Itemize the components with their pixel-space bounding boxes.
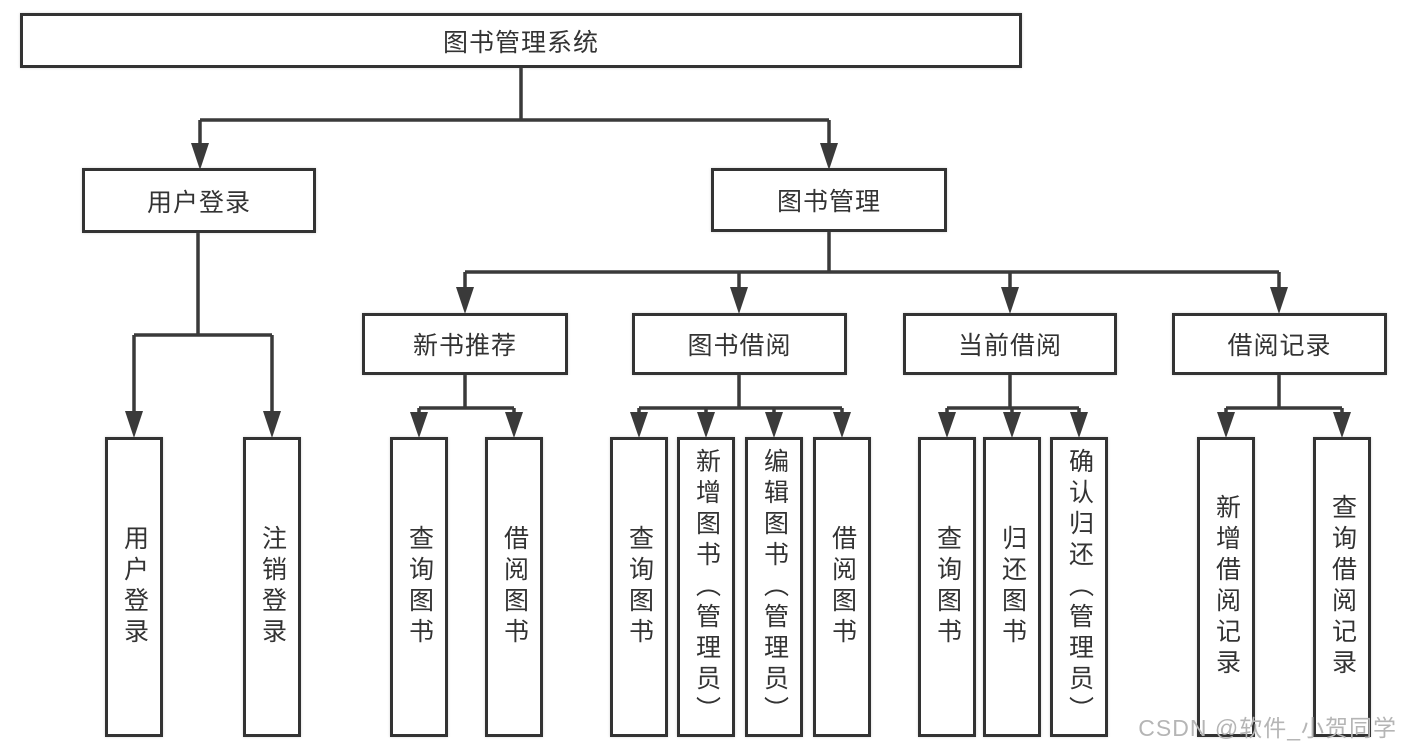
leaf-logout: 注销登录 — [243, 437, 301, 737]
leaf-add-borrow-record: 新增借阅记录 — [1197, 437, 1255, 737]
node-book-management-label: 图书管理 — [776, 188, 881, 216]
node-root: 图书管理系统 — [20, 13, 1022, 68]
leaf-edit-book-admin-label: 编辑图书（管理员） — [760, 447, 789, 727]
leaf-edit-book-admin: 编辑图书（管理员） — [745, 437, 803, 737]
node-root-label: 图书管理系统 — [442, 28, 599, 57]
node-user-login-label: 用户登录 — [146, 188, 251, 217]
leaf-user-login: 用户登录 — [105, 437, 163, 737]
arrowheads — [125, 143, 1351, 438]
node-borrow-records: 借阅记录 — [1172, 313, 1387, 375]
node-borrow-records-label: 借阅记录 — [1227, 332, 1332, 360]
node-book-borrow-label: 图书借阅 — [687, 332, 792, 360]
leaf-borrow-books-recommend: 借阅图书 — [485, 437, 543, 737]
leaf-query-books-recommend: 查询图书 — [390, 437, 448, 737]
leaf-query-books-recommend-label: 查询图书 — [405, 525, 434, 649]
leaf-borrow-books: 借阅图书 — [813, 437, 871, 737]
leaf-confirm-return-admin-label: 确认归还（管理员） — [1065, 447, 1094, 727]
leaf-confirm-return-admin: 确认归还（管理员） — [1050, 437, 1108, 737]
connector-book-management — [463, 232, 1281, 290]
leaf-borrow-books-recommend-label: 借阅图书 — [500, 525, 529, 649]
leaf-add-book-admin: 新增图书（管理员） — [677, 437, 735, 737]
node-new-book-recommend-label: 新书推荐 — [412, 332, 517, 360]
leaf-add-book-admin-label: 新增图书（管理员） — [692, 447, 721, 727]
leaf-query-books-current-label: 查询图书 — [933, 525, 962, 649]
leaf-query-borrow-record-label: 查询借阅记录 — [1328, 494, 1357, 680]
connector-borrow-records — [1224, 375, 1344, 414]
connector-current-borrow — [945, 375, 1081, 414]
node-new-book-recommend: 新书推荐 — [362, 313, 568, 375]
connector-user-login — [132, 233, 274, 413]
node-book-management: 图书管理 — [711, 168, 947, 232]
node-current-borrow: 当前借阅 — [903, 313, 1117, 375]
node-current-borrow-label: 当前借阅 — [957, 332, 1062, 360]
leaf-borrow-books-label: 借阅图书 — [828, 525, 857, 649]
connector-new-book-recommend — [417, 375, 516, 414]
node-user-login: 用户登录 — [82, 168, 316, 233]
leaf-return-book: 归还图书 — [983, 437, 1041, 737]
leaf-logout-label: 注销登录 — [258, 525, 287, 649]
connector-book-borrow — [637, 375, 844, 414]
leaf-query-borrow-record: 查询借阅记录 — [1313, 437, 1371, 737]
leaf-user-login-label: 用户登录 — [120, 525, 149, 649]
leaf-query-books-borrow: 查询图书 — [610, 437, 668, 737]
leaf-query-books-current: 查询图书 — [918, 437, 976, 737]
connector-root — [198, 68, 831, 146]
leaf-add-borrow-record-label: 新增借阅记录 — [1212, 494, 1241, 680]
node-book-borrow: 图书借阅 — [632, 313, 847, 375]
leaf-return-book-label: 归还图书 — [998, 525, 1027, 649]
leaf-query-books-borrow-label: 查询图书 — [625, 525, 654, 649]
